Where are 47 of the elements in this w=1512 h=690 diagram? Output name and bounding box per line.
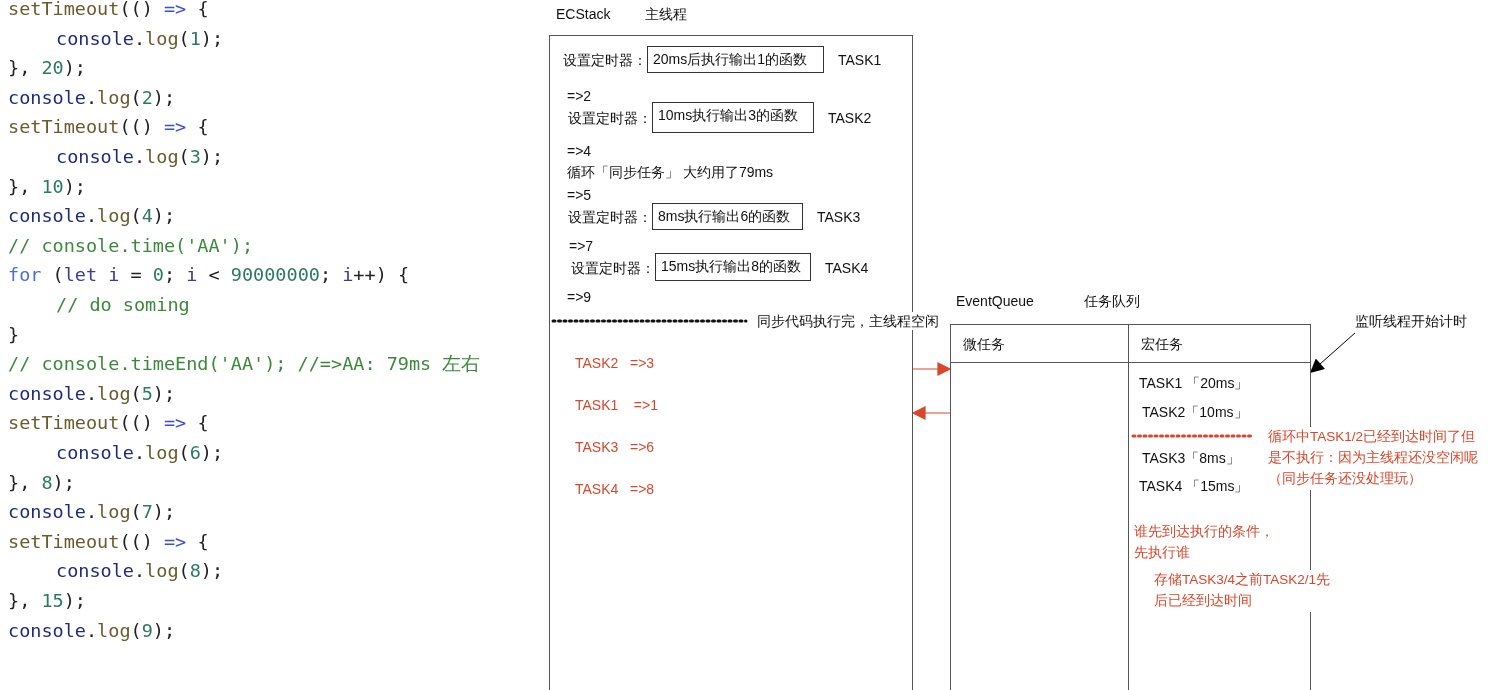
- code-line: setTimeout(() => {: [8, 0, 209, 21]
- code-line: console.log(4);: [8, 204, 176, 229]
- code-line: // do soming: [56, 293, 190, 317]
- step-text: 循环「同步任务」 大约用了79ms: [567, 163, 774, 182]
- column-header: 宏任务: [1141, 335, 1183, 354]
- code-line: }: [8, 322, 20, 347]
- task-label: TASK3: [817, 208, 861, 227]
- task-label: TASK1: [838, 51, 882, 70]
- code-line: console.log(9);: [8, 618, 176, 643]
- code-line: console.log(5);: [8, 381, 176, 406]
- step-text: 同步代码执行完，主线程空闲: [757, 312, 939, 331]
- function-box: 15ms执行输出8的函数: [655, 253, 811, 281]
- code-line: console.log(8);: [56, 559, 224, 584]
- code-line: setTimeout(() => {: [8, 115, 209, 140]
- column-header: 微任务: [963, 335, 1005, 354]
- field-label: 设置定时器：: [571, 259, 655, 278]
- code-line: console.log(2);: [8, 85, 176, 110]
- task-label: TASK4: [825, 259, 869, 278]
- code-line: }, 8);: [8, 470, 75, 495]
- code-line: setTimeout(() => {: [8, 529, 209, 554]
- arrow: [912, 362, 952, 376]
- function-box: 10ms执行输出3的函数: [652, 102, 814, 133]
- code-line: console.log(6);: [56, 441, 224, 465]
- function-box: 20ms后执行输出1的函数: [647, 46, 824, 73]
- code-line: }, 15);: [8, 589, 86, 613]
- code-line: // console.time('AA');: [8, 233, 254, 258]
- panel-title: ECStack: [556, 5, 611, 24]
- code-line: // console.timeEnd('AA'); //=>AA: 79ms 左右: [8, 352, 481, 377]
- code-line: console.log(3);: [56, 145, 224, 169]
- panel-title: EventQueue: [956, 292, 1034, 311]
- task-label: TASK2: [828, 109, 872, 128]
- code-line: for (let i = 0; i < 90000000; i++) {: [8, 263, 410, 288]
- code-line: }, 10);: [8, 174, 86, 199]
- field-label: 设置定时器：: [563, 51, 647, 70]
- field-label: 设置定时器：: [568, 109, 652, 128]
- function-box: 8ms执行输出6的函数: [652, 203, 803, 230]
- arrow: [911, 406, 951, 420]
- panel-subtitle: 任务队列: [1084, 292, 1140, 311]
- code-line: }, 20);: [8, 56, 86, 81]
- arrow: [1309, 332, 1356, 373]
- note-text: 监听线程开始计时: [1355, 313, 1485, 333]
- annotation-text: 循环中TASK1/2已经到达时间了但是不执行：因为主线程还没空闲呢（同步任务还没处理玩）: [1268, 427, 1480, 490]
- code-line: console.log(1);: [56, 26, 224, 51]
- field-label: 设置定时器：: [568, 208, 652, 227]
- panel-subtitle: 主线程: [645, 5, 687, 24]
- code-line: setTimeout(() => {: [8, 411, 209, 436]
- code-line: console.log(7);: [8, 500, 176, 525]
